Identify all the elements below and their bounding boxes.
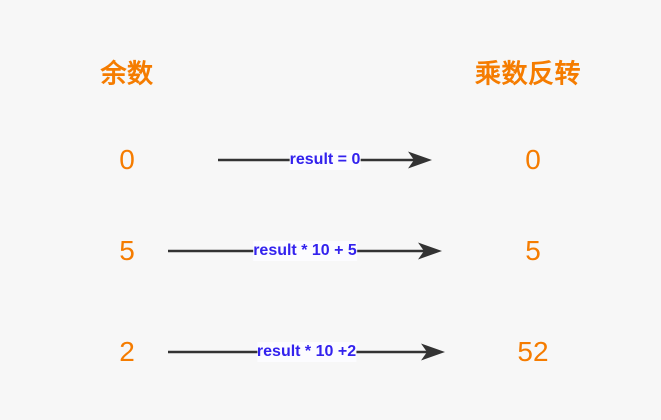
- column-header-remainder: 余数: [100, 58, 154, 89]
- arrow-label: result * 10 +2: [256, 342, 357, 362]
- remainder-value: 2: [119, 336, 135, 367]
- arrow-label: result = 0: [289, 150, 361, 170]
- arrow-right-icon: result * 10 + 5: [168, 239, 442, 263]
- remainder-value: 5: [119, 235, 135, 266]
- reversed-value: 5: [525, 235, 541, 266]
- column-header-reversed-multiplier: 乘数反转: [474, 58, 582, 89]
- reversed-value: 0: [525, 144, 541, 175]
- reversed-value: 52: [517, 336, 549, 367]
- remainder-value: 0: [119, 144, 135, 175]
- arrow-right-icon: result = 0: [218, 148, 432, 172]
- arrow-right-icon: result * 10 +2: [168, 340, 445, 364]
- arrow-label: result * 10 + 5: [253, 241, 357, 261]
